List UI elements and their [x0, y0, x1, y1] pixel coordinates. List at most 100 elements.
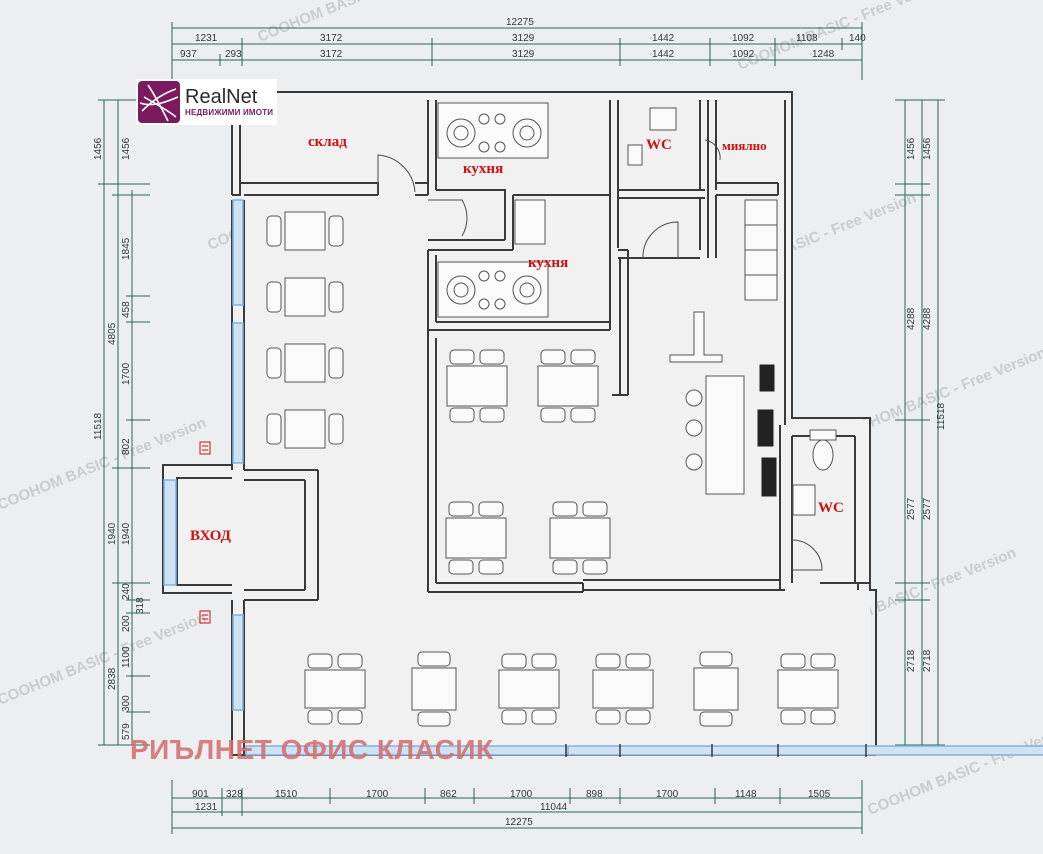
dim-left-i6: 200 — [121, 615, 132, 632]
dim-top-r2-2: 3172 — [320, 49, 343, 60]
dim-bot-r2-1: 11044 — [540, 802, 568, 813]
chair — [531, 653, 557, 669]
kitchen-appliances — [437, 102, 778, 318]
dimension-labels-top: 12275 1231 3172 3129 1442 1092 1108 140 … — [180, 17, 866, 60]
dim-bot-r1-4: 862 — [440, 789, 457, 800]
dim-top-total: 12275 — [506, 17, 534, 28]
dim-left-m1: 1940 — [107, 522, 118, 545]
dim-right-i0: 1456 — [922, 137, 933, 160]
dimensions-left — [98, 99, 150, 746]
table-6 — [537, 365, 599, 407]
chair — [417, 651, 451, 667]
chair — [328, 281, 344, 313]
dim-top-r1-2: 3129 — [512, 33, 535, 44]
dim-top-r2-0: 937 — [180, 49, 197, 60]
dim-bot-r1-3: 1700 — [366, 789, 389, 800]
doors — [377, 139, 823, 571]
dim-top-r1-3: 1442 — [652, 33, 675, 44]
watermark-1: COOHOM BASIC - Free Version — [255, 0, 468, 46]
dim-top-r1-4: 1092 — [732, 33, 755, 44]
dim-top-r1-5: 1108 — [796, 33, 818, 44]
dim-left-side-0: 1456 — [121, 137, 132, 160]
room-label-entrance: ВХОД — [190, 528, 232, 544]
room-label-storage: склад — [308, 134, 347, 150]
watermark-2: COOHOM BASIC - Free Version — [735, 0, 948, 74]
dim-left-i7: 1100 — [121, 646, 132, 668]
dimension-labels-left: 1456 11518 4805 1940 2838 1456 1845 458 … — [93, 137, 146, 740]
dim-left-o0: 1456 — [93, 137, 104, 160]
dim-bot-r1-2: 1510 — [275, 789, 298, 800]
windows — [163, 199, 1043, 756]
realnet-subtitle: НЕДВИЖИМИ ИМОТИ — [185, 108, 274, 117]
dim-left-m1b: 1940 — [121, 522, 132, 545]
table-1 — [284, 211, 326, 251]
chair — [479, 407, 505, 423]
dim-top-r2-6: 1248 — [812, 49, 835, 60]
chair — [552, 559, 578, 575]
dim-left-o2: 2838 — [107, 667, 118, 690]
dim-right-i3: 2718 — [922, 649, 933, 672]
chair — [449, 407, 475, 423]
room-label-wc-2: WC — [818, 500, 844, 516]
table-9 — [304, 669, 366, 709]
room-label-kitchen-1: кухня — [463, 161, 503, 177]
dim-bot-r1-9: 1505 — [808, 789, 831, 800]
dim-top-r2-4: 1442 — [652, 49, 675, 60]
dim-right-i1a: 4288 — [906, 307, 917, 330]
dim-right-i2a: 2577 — [906, 497, 917, 520]
dim-top-r2-1: 293 — [225, 49, 242, 60]
dim-left-i0: 1845 — [121, 237, 132, 260]
chair — [780, 709, 806, 725]
dim-bot-r1-0: 901 — [192, 789, 209, 800]
dim-left-i9: 579 — [121, 723, 132, 740]
walls — [162, 91, 877, 756]
chair — [582, 501, 608, 517]
dim-left-m0: 4805 — [107, 322, 118, 345]
room-label-wc-1: WC — [646, 137, 672, 153]
dim-left-i1: 458 — [121, 301, 132, 318]
dim-bot-r1-8: 1148 — [735, 789, 757, 800]
chair — [307, 653, 333, 669]
chair — [501, 653, 527, 669]
chair — [266, 281, 282, 313]
table-3 — [284, 343, 326, 383]
dim-left-o1: 11518 — [93, 412, 104, 440]
chair — [595, 709, 621, 725]
chair — [266, 347, 282, 379]
chair — [478, 501, 504, 517]
chair — [337, 709, 363, 725]
dim-left-i4: 240 — [121, 583, 132, 600]
dimensions-bottom — [171, 780, 863, 834]
chair — [780, 653, 806, 669]
table-11 — [498, 669, 560, 709]
dim-bot-r1-1: 328 — [226, 789, 243, 800]
chair — [810, 709, 836, 725]
dimensions-right — [895, 99, 945, 746]
dim-right-o2: 2718 — [906, 649, 917, 672]
dim-right-o0: 1456 — [906, 137, 917, 160]
chair — [266, 413, 282, 445]
chair — [552, 501, 578, 517]
table-4 — [284, 409, 326, 449]
chair — [625, 653, 651, 669]
dim-bot-r1-7: 1700 — [656, 789, 679, 800]
window-frames — [565, 744, 867, 757]
chair — [328, 347, 344, 379]
bar-counter — [669, 311, 745, 495]
dim-right-i1b: 4288 — [922, 307, 933, 330]
chair — [625, 709, 651, 725]
table-8 — [549, 517, 611, 559]
dim-bot-total: 12275 — [505, 817, 533, 828]
dim-right-i2b: 2577 — [922, 497, 933, 520]
chair — [570, 349, 596, 365]
realnet-logo: RealNet НЕДВИЖИМИ ИМОТИ — [136, 79, 277, 125]
chair — [448, 559, 474, 575]
chair — [449, 349, 475, 365]
bar-equipment — [757, 364, 777, 497]
chair — [328, 215, 344, 247]
chair — [540, 407, 566, 423]
chair — [699, 711, 733, 727]
chair — [699, 651, 733, 667]
dim-top-r1-0: 1231 — [195, 33, 218, 44]
